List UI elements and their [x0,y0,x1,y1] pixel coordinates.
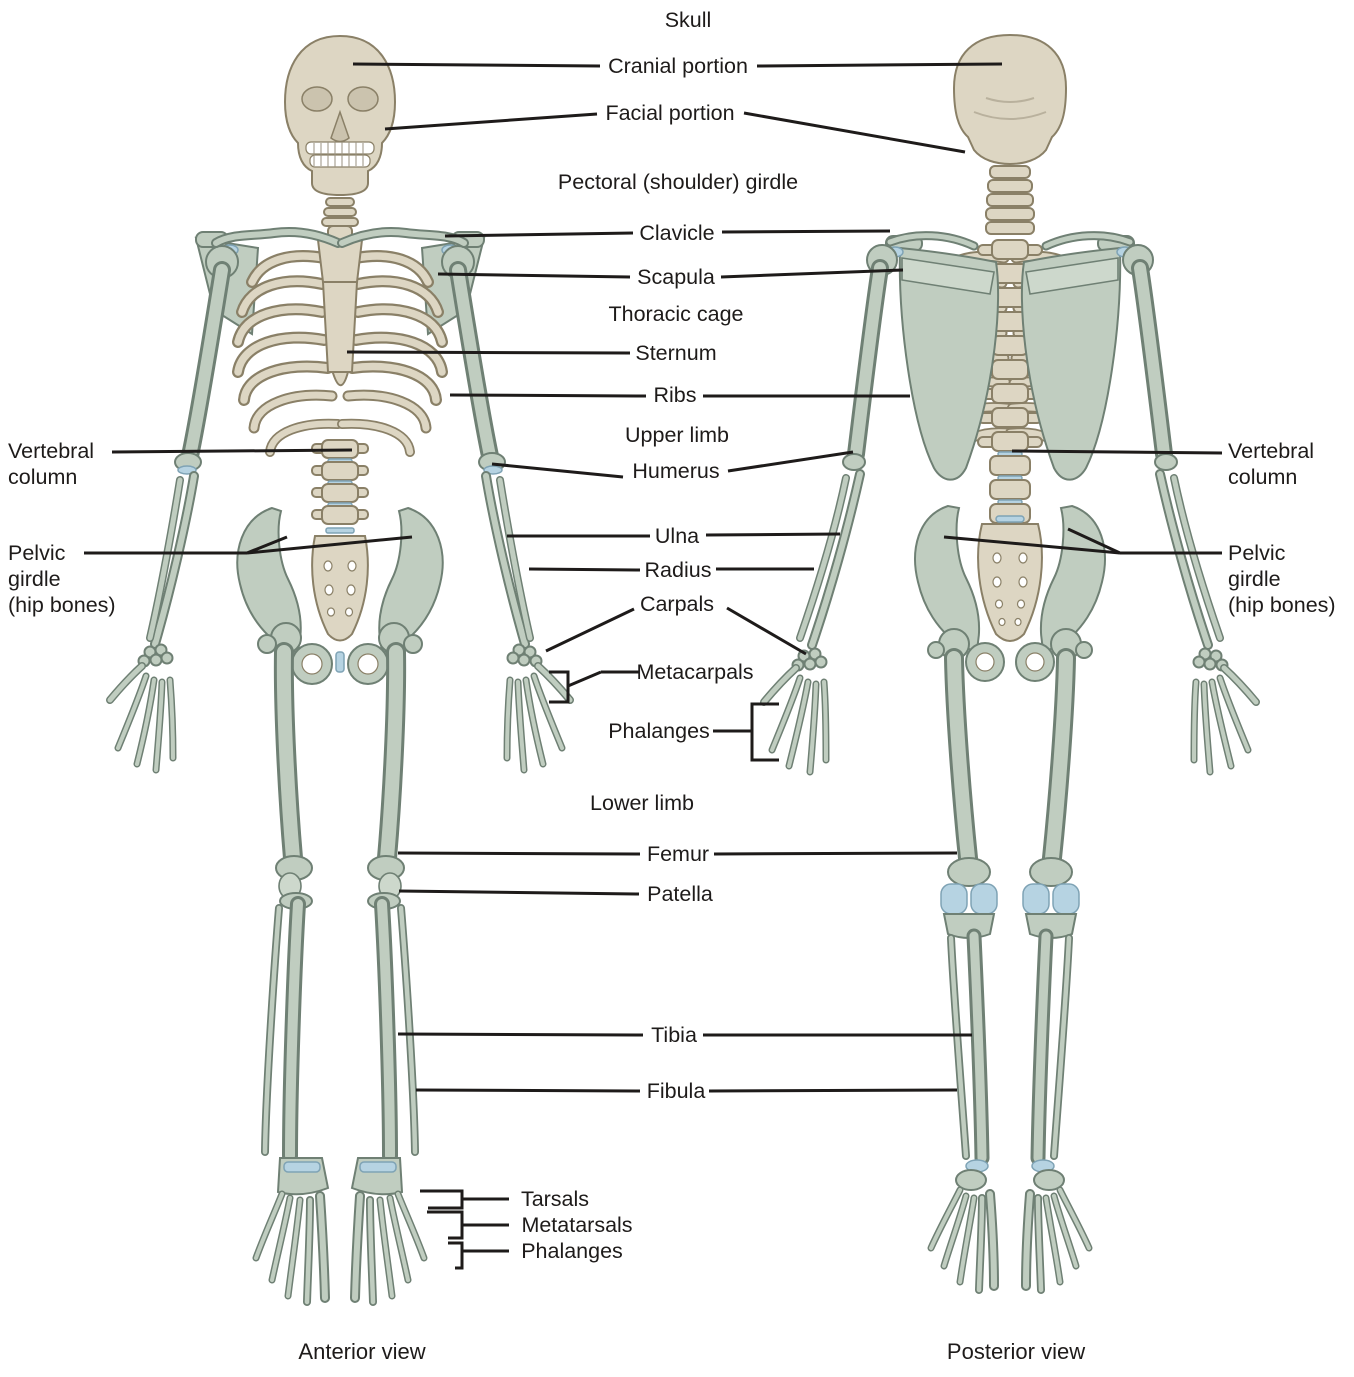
caption-anterior-view: Anterior view [298,1339,426,1364]
pelvic-girdle-right-line1: Pelvic [1228,541,1286,565]
label-fibula: Fibula [646,1079,706,1103]
arm-anterior-left [110,231,239,770]
label-humerus: Humerus [632,459,720,483]
header-thoracic-cage: Thoracic cage [608,302,744,326]
vertebral-column-right-line1: Vertebral [1228,439,1315,463]
pelvic-girdle-left-line3: (hip bones) [8,593,116,617]
pelvic-girdle-right-line2: girdle [1228,567,1281,591]
label-cranial-portion: Cranial portion [608,54,748,78]
label-tibia: Tibia [651,1023,697,1047]
vertebral-column-left-line2: column [8,465,78,489]
label-carpals: Carpals [639,592,715,616]
label-clavicle: Clavicle [639,221,715,245]
label-femur: Femur [646,842,710,866]
label-radius: Radius [644,558,712,582]
label-pelvic-girdle-left: Pelvic girdle (hip bones) [8,540,116,618]
skull-posterior [952,33,1068,235]
header-lower-limb: Lower limb [590,791,694,815]
metatarsals-bracket [427,1210,464,1240]
pelvis-posterior [977,515,1043,642]
label-ulna: Ulna [654,524,700,548]
pelvic-girdle-right-line3: (hip bones) [1228,593,1336,617]
label-scapula: Scapula [637,265,715,289]
skeleton-anterior [110,34,570,1302]
leader-lines [84,62,1223,1270]
pelvic-girdle-left-line1: Pelvic [8,541,66,565]
skeleton-posterior [764,33,1256,1290]
label-vertebral-column-right: Vertebral column [1228,438,1314,490]
vertebral-column-anterior [311,439,369,534]
pelvis-anterior [311,535,369,673]
arm-posterior-left [764,244,898,772]
leg-anterior-left [256,622,328,1302]
header-skull: Skull [664,8,712,32]
tarsals-bracket [420,1189,464,1210]
label-phalanges-foot: Phalanges [521,1239,623,1263]
label-facial-portion: Facial portion [605,101,735,125]
pelvic-girdle-left-line2: girdle [8,567,61,591]
sternum-bone [316,225,364,387]
label-pelvic-girdle-right: Pelvic girdle (hip bones) [1228,540,1336,618]
label-patella: Patella [647,882,713,906]
caption-posterior-view: Posterior view [946,1339,1086,1364]
label-tarsals: Tarsals [520,1187,590,1211]
leg-posterior-left [927,628,997,1290]
label-metatarsals: Metatarsals [521,1213,633,1237]
label-metacarpals: Metacarpals [636,660,754,684]
label-phalanges-hand: Phalanges [608,719,710,743]
skull-anterior [216,34,397,243]
vertebral-column-right-line2: column [1228,465,1298,489]
metacarpals-bracket [549,670,570,704]
label-ribs: Ribs [653,383,697,407]
phalanges-foot-bracket [448,1241,464,1270]
header-upper-limb: Upper limb [625,423,729,447]
phalanges-hand-bracket [750,702,779,762]
label-vertebral-column-left: Vertebral column [8,438,94,490]
header-pectoral-girdle: Pectoral (shoulder) girdle [557,170,799,194]
label-sternum: Sternum [635,341,717,365]
vertebral-column-left-line1: Vertebral [8,439,95,463]
scapula-posterior [885,236,1000,481]
